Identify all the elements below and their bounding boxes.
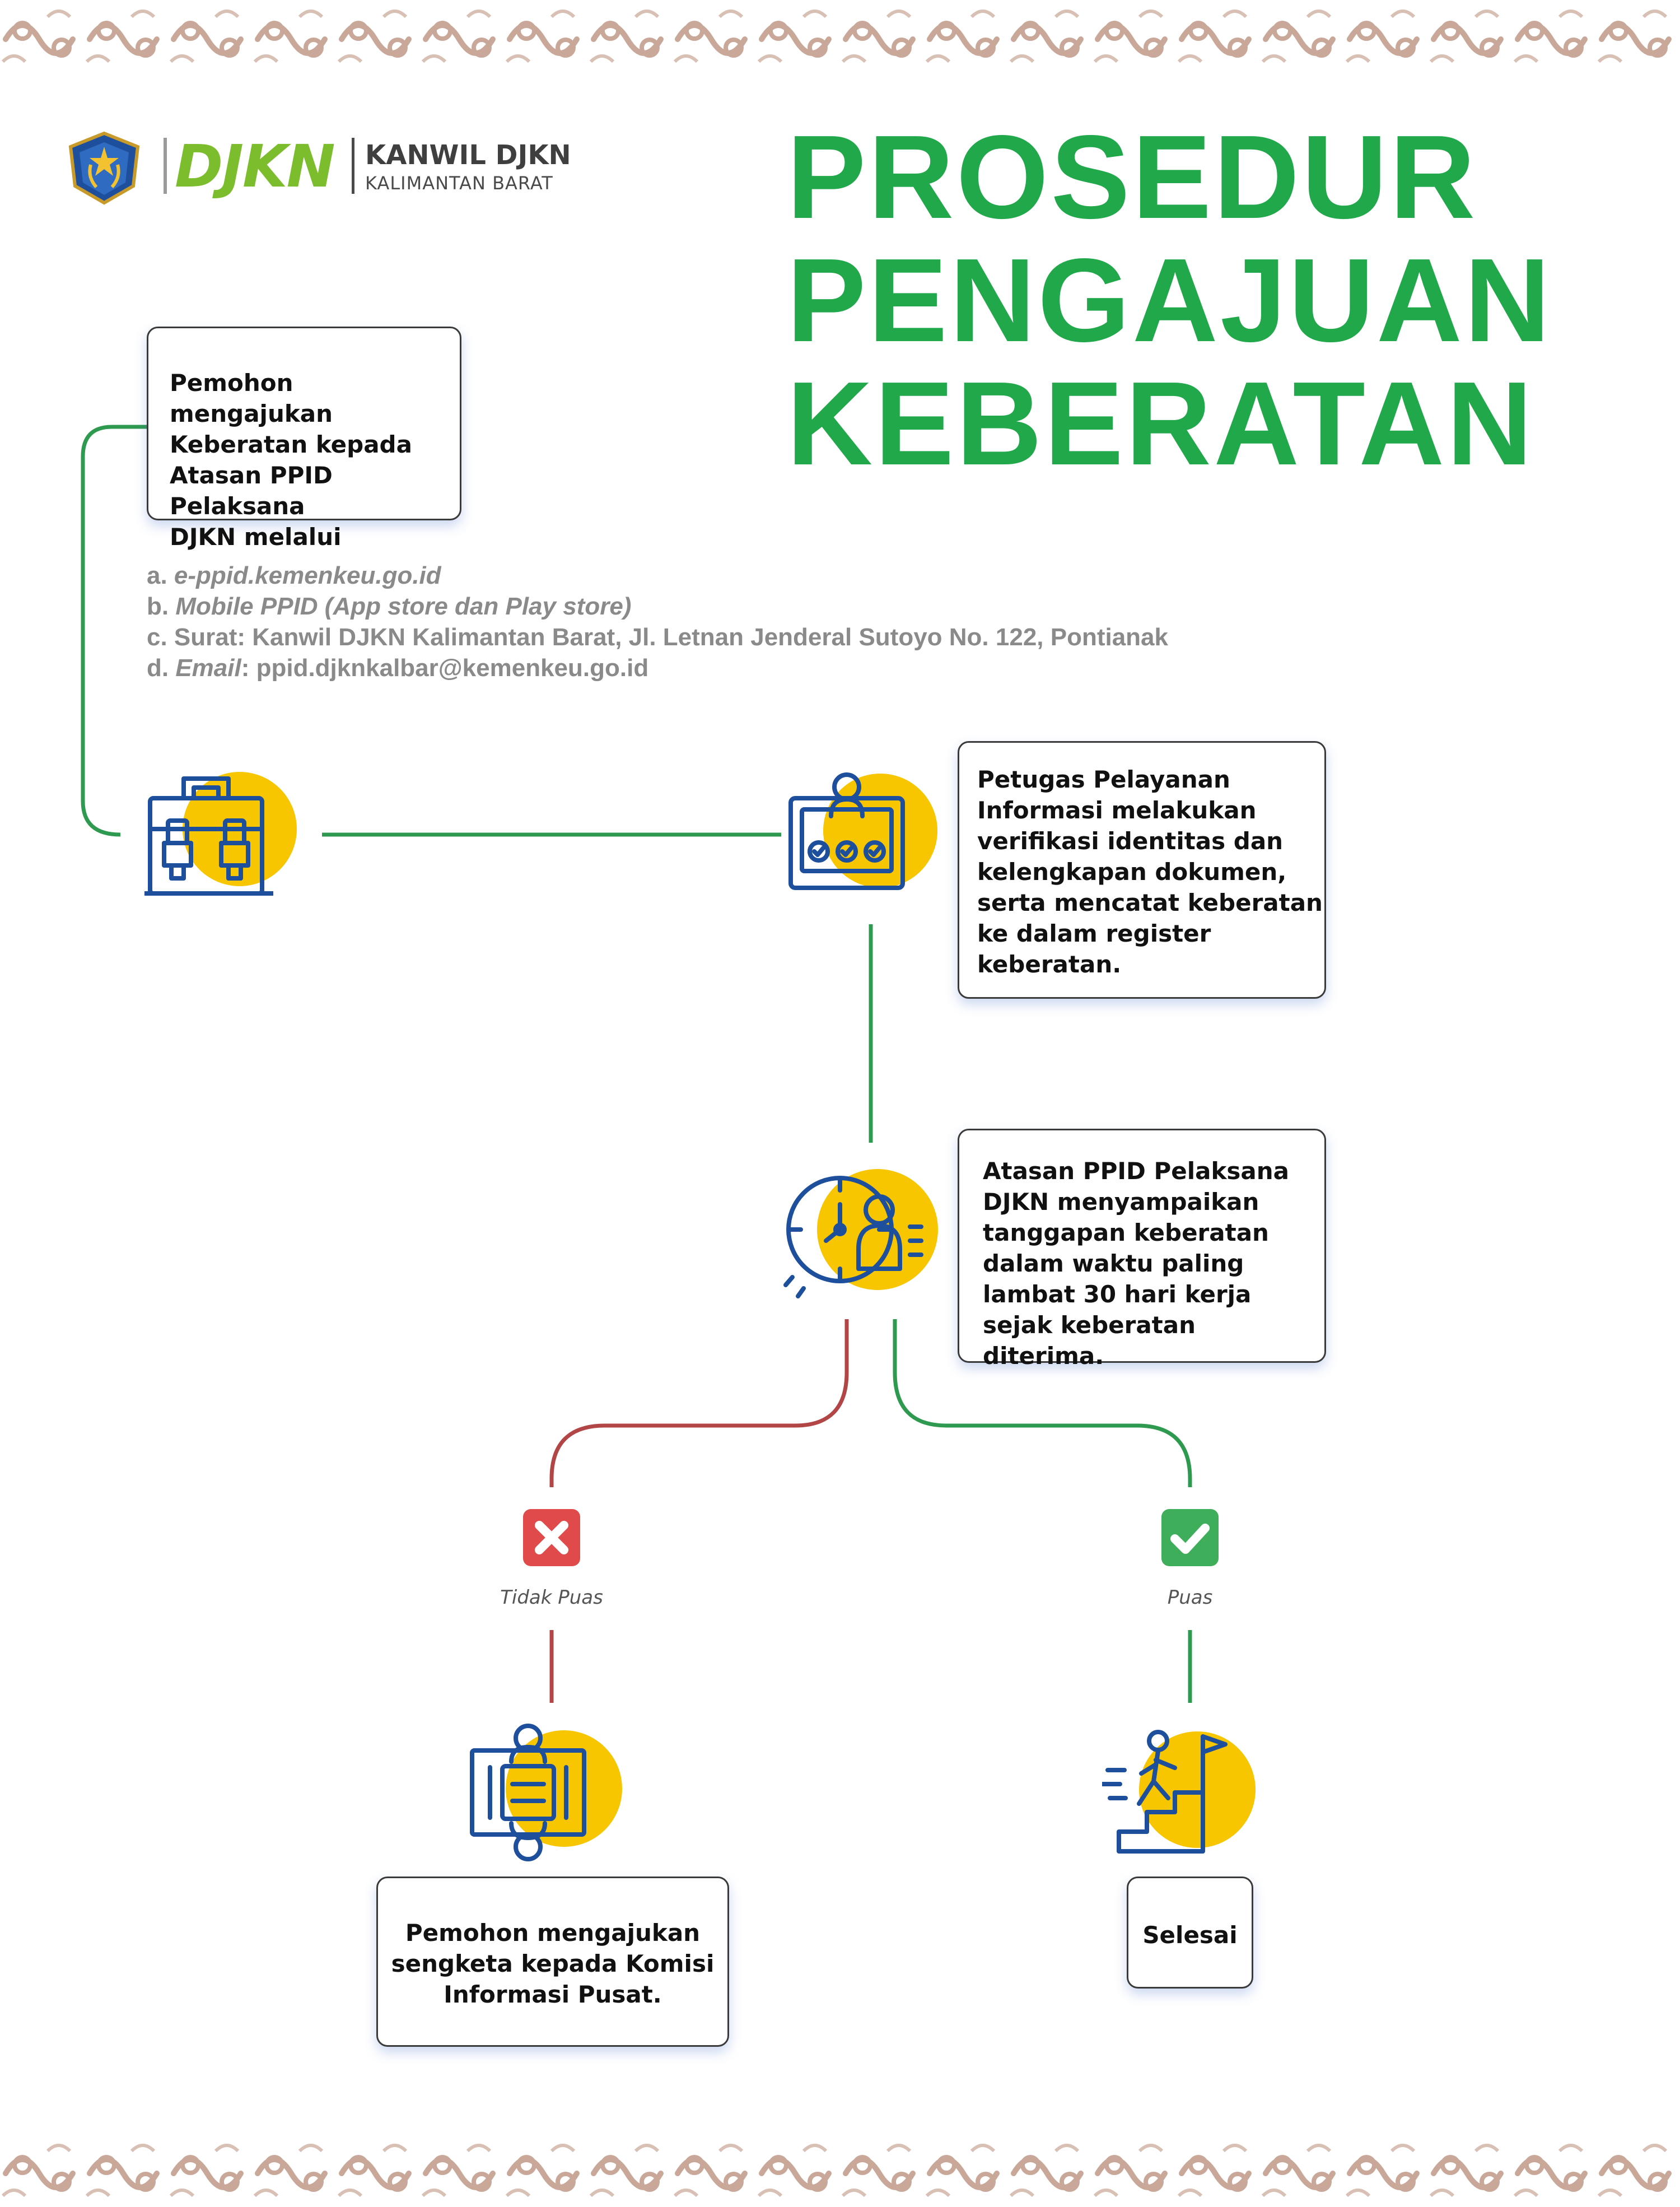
channel-a-text: e-ppid.kemenkeu.go.id [174, 562, 441, 589]
connector-icon3-to-reject [549, 1319, 849, 1487]
page-title-line-3: KEBERATAN [787, 357, 1535, 490]
channel-d-text: : ppid.djknkalbar@kemenkeu.go.id [241, 654, 649, 682]
channel-c: c. Surat: Kanwil DJKN Kalimantan Barat, … [147, 623, 1169, 651]
bottom-ornament-border [0, 2134, 1680, 2207]
channel-d-label: Email [175, 654, 241, 682]
branch-label-satisfied: Puas [1167, 1586, 1213, 1609]
stairs-flag-icon [1102, 1730, 1256, 1854]
office-name: KANWIL DJKN [365, 139, 571, 171]
branch-label-not-satisfied: Tidak Puas [500, 1586, 603, 1609]
office-region: KALIMANTAN BARAT [365, 173, 553, 194]
briefcase-icon [144, 772, 297, 896]
kemenkeu-emblem-icon [68, 131, 140, 205]
channel-b-text: Mobile PPID (App store dan Play store) [175, 593, 632, 620]
meeting-table-icon [470, 1724, 622, 1861]
step2-text: Petugas Pelayanan Informasi melakukan ve… [977, 766, 1323, 978]
step4-text: Pemohon mengajukan sengketa kepada Komis… [391, 1919, 715, 2008]
logo-divider-2 [352, 138, 354, 194]
channel-a: a. e-ppid.kemenkeu.go.id [147, 562, 441, 589]
logo-divider [164, 138, 167, 194]
connector-icon3-to-accept [893, 1319, 1192, 1487]
clock-person-icon [783, 1169, 938, 1298]
verification-screen-icon [788, 772, 937, 890]
top-ornament-border [0, 0, 1680, 73]
channel-d: d. Email: ppid.djknkalbar@kemenkeu.go.id [147, 654, 649, 682]
step4-box: Pemohon mengajukan sengketa kepada Komis… [376, 1877, 729, 2047]
step1-box: Pemohon mengajukan Keberatan kepada Atas… [147, 327, 461, 551]
x-mark-icon [523, 1509, 580, 1566]
djkn-logo: DJKN [175, 132, 335, 201]
step3-box: Atasan PPID Pelaksana DJKN menyampaikan … [958, 1129, 1326, 1370]
channel-b: b. Mobile PPID (App store dan Play store… [147, 593, 632, 620]
page-title-line-1: PROSEDUR [787, 110, 1478, 243]
step1-text: Pemohon mengajukan Keberatan kepada Atas… [170, 369, 412, 551]
submission-channels: a. e-ppid.kemenkeu.go.id b. Mobile PPID … [147, 560, 1168, 683]
check-mark-icon [1161, 1509, 1219, 1566]
connector-step1-to-icon1 [81, 425, 147, 837]
step5-text: Selesai [1142, 1921, 1238, 1949]
step3-text: Atasan PPID Pelaksana DJKN menyampaikan … [983, 1157, 1289, 1370]
step5-box: Selesai [1127, 1877, 1253, 1989]
step2-box: Petugas Pelayanan Informasi melakukan ve… [958, 741, 1326, 999]
page-title-line-2: PENGAJUAN [787, 234, 1553, 366]
